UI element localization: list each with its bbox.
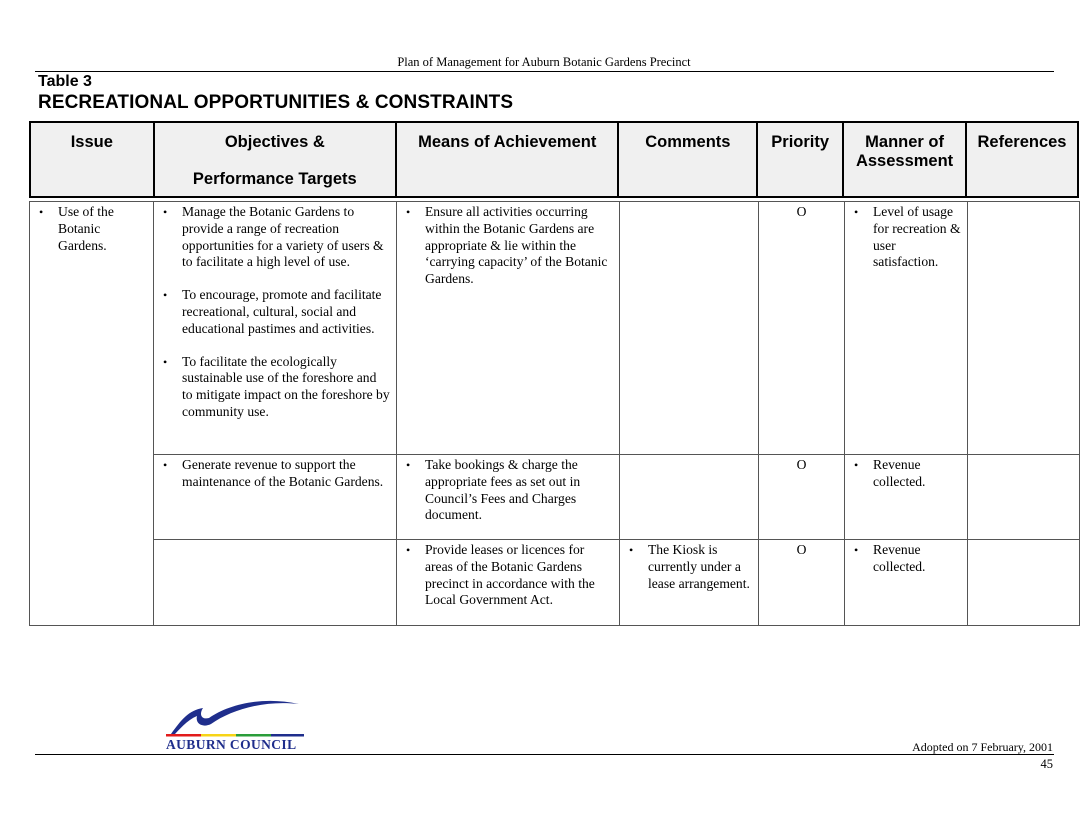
auburn-council-logo: AUBURN COUNCIL: [166, 700, 304, 752]
column-header-issue: Issue: [29, 121, 155, 198]
adoption-date: Adopted on 7 February, 2001: [912, 740, 1053, 754]
running-header: Plan of Management for Auburn Botanic Ga…: [397, 55, 691, 69]
references-cell: [967, 454, 1080, 540]
comments-cell: [619, 201, 759, 455]
column-header-table: Issue Objectives & Performance Targets M…: [29, 121, 1079, 198]
list-item: Ensure all activities occurring within t…: [406, 204, 613, 288]
objectives-table: Use of the Botanic Gardens. Manage the B…: [29, 201, 1080, 626]
comments-cell: [619, 454, 759, 540]
objectives-cell: [153, 539, 397, 626]
list-item: To facilitate the ecologically sustainab…: [163, 354, 390, 421]
page-number: 45: [1040, 757, 1054, 771]
logo-stripe-blue: [271, 734, 304, 737]
assessment-cell: Level of usage for recreation & user sat…: [844, 201, 968, 455]
priority-cell: O: [758, 539, 845, 626]
issue-cell: Use of the Botanic Gardens.: [29, 201, 154, 626]
table-title: RECREATIONAL OPPORTUNITIES & CONSTRAINTS: [38, 92, 514, 113]
logo-stripe-red: [166, 734, 201, 737]
means-cell: Provide leases or licences for areas of …: [396, 539, 620, 626]
logo-stripe-green: [236, 734, 271, 737]
list-item: Manage the Botanic Gardens to provide a …: [163, 204, 390, 271]
list-item: Take bookings & charge the appropriate f…: [406, 457, 613, 524]
list-item: Revenue collected.: [854, 542, 961, 576]
column-header-assessment: Manner of Assessment: [842, 121, 968, 198]
list-item: Use of the Botanic Gardens.: [39, 204, 147, 254]
logo-wordmark: AUBURN COUNCIL: [166, 737, 296, 752]
footer-divider: [35, 754, 1054, 755]
table-row: Provide leases or licences for areas of …: [30, 539, 1080, 626]
table-number: Table 3: [38, 73, 92, 90]
list-item: Provide leases or licences for areas of …: [406, 542, 613, 609]
bird-swoosh-icon: [171, 700, 299, 736]
means-cell: Ensure all activities occurring within t…: [396, 201, 620, 455]
list-item: The Kiosk is currently under a lease arr…: [629, 542, 752, 592]
list-item: Level of usage for recreation & user sat…: [854, 204, 961, 271]
comments-cell: The Kiosk is currently under a lease arr…: [619, 539, 759, 626]
header-divider: [35, 71, 1054, 72]
objectives-cell: Manage the Botanic Gardens to provide a …: [153, 201, 397, 455]
column-header-means: Means of Achievement: [394, 121, 620, 198]
list-item: Revenue collected.: [854, 457, 961, 491]
column-header-comments: Comments: [617, 121, 759, 198]
objectives-header-line2: Performance Targets: [192, 170, 357, 188]
column-header-objectives: Objectives & Performance Targets: [152, 121, 398, 198]
priority-cell: O: [758, 201, 845, 455]
assessment-cell: Revenue collected.: [844, 539, 968, 626]
assessment-cell: Revenue collected.: [844, 454, 968, 540]
references-cell: [967, 539, 1080, 626]
objectives-header-line1: Objectives &: [224, 133, 325, 151]
column-header-priority: Priority: [756, 121, 845, 198]
table-row: Use of the Botanic Gardens. Manage the B…: [29, 201, 1080, 626]
list-item: Generate revenue to support the maintena…: [163, 457, 390, 491]
objectives-cell: Generate revenue to support the maintena…: [153, 454, 397, 540]
assessment-header-line1: Manner of: [865, 133, 944, 151]
table-row: Generate revenue to support the maintena…: [30, 454, 1080, 540]
means-cell: Take bookings & charge the appropriate f…: [396, 454, 620, 540]
references-cell: [967, 201, 1080, 455]
list-item: To encourage, promote and facilitate rec…: [163, 287, 390, 337]
logo-stripe-yellow: [201, 734, 236, 737]
priority-cell: O: [758, 454, 845, 540]
column-header-row: Issue Objectives & Performance Targets M…: [29, 121, 1079, 198]
column-header-references: References: [965, 121, 1079, 198]
assessment-header-line2: Assessment: [855, 152, 954, 170]
